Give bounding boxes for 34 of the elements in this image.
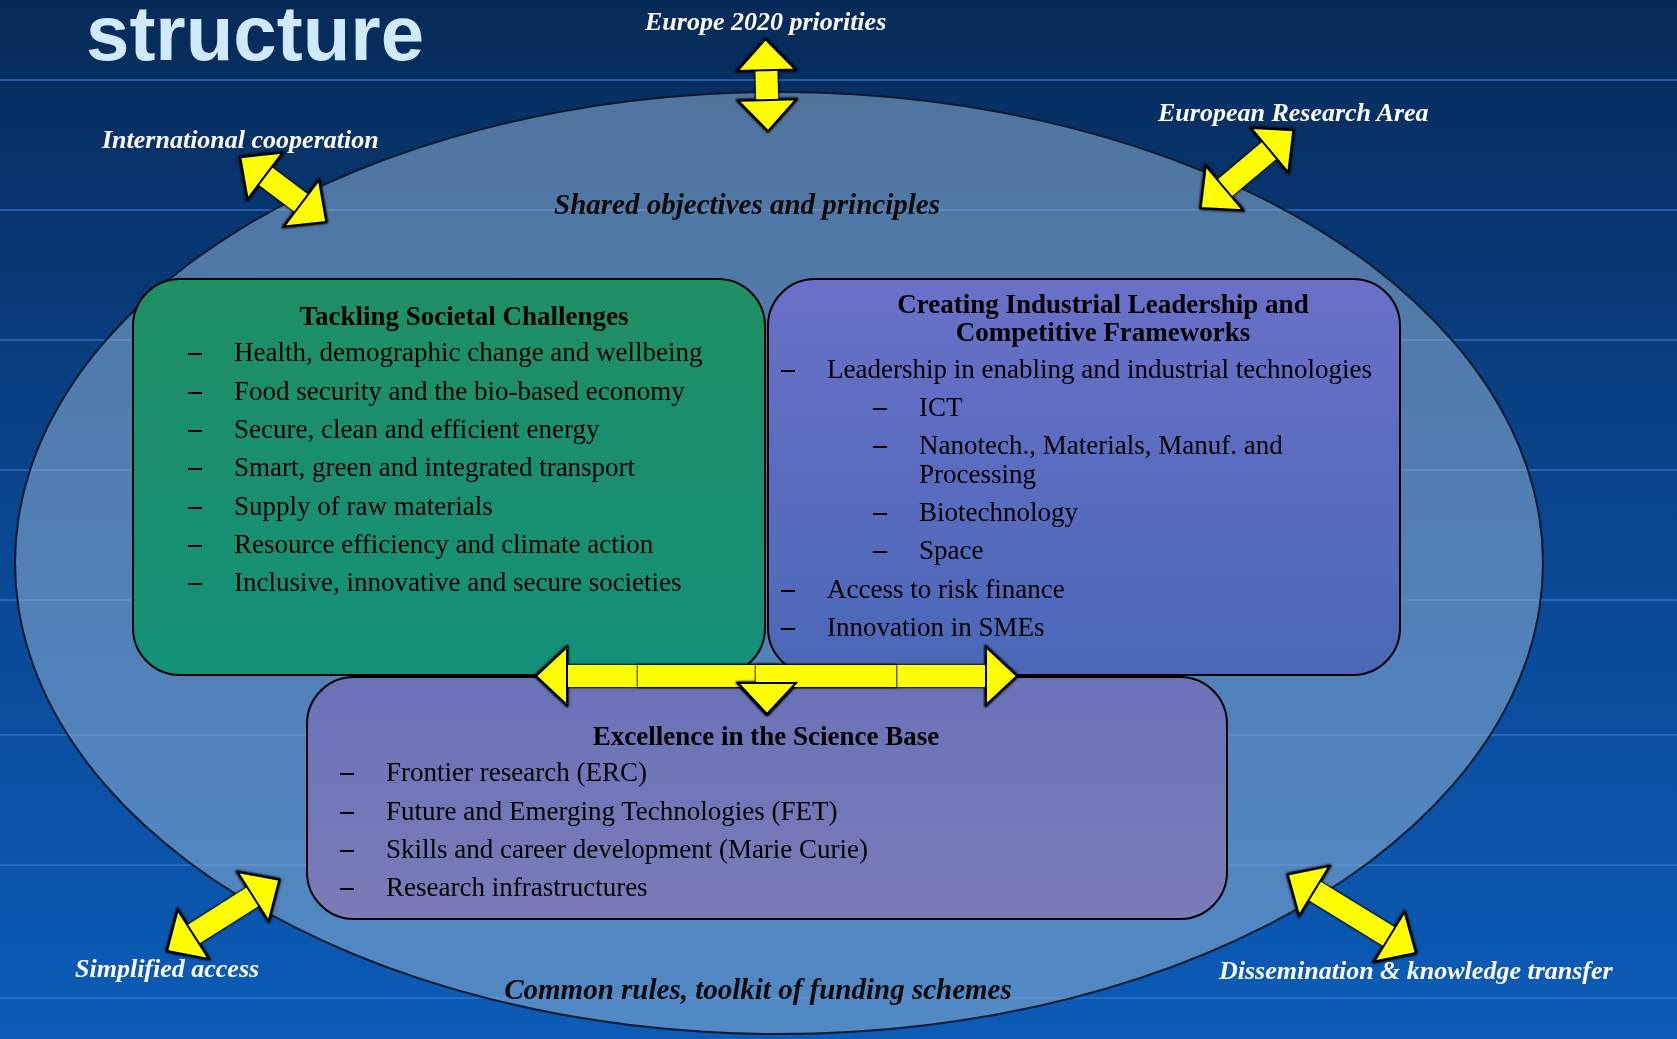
rounded-panel	[132, 278, 766, 676]
double-arrow	[736, 38, 798, 133]
list-item: Innovation in SMEs	[827, 612, 1045, 643]
topic-label: Simplified access	[75, 953, 260, 985]
panel-heading: Excellence in the Science Base	[591, 722, 941, 751]
list-item: Skills and career development (Marie Curie)	[386, 834, 869, 865]
rounded-panel	[306, 676, 1228, 920]
double-arrow	[535, 646, 1018, 706]
list-item: Health, demographic change and wellbeing	[234, 337, 703, 368]
list-item: Research infrastructures	[386, 872, 648, 903]
list-item: ICT	[919, 392, 963, 423]
list-item: Resource efficiency and climate action	[234, 529, 654, 560]
list-item: Leadership in enabling and industrial technologies	[827, 353, 1373, 384]
list-item: Secure, clean and efficient energy	[234, 414, 600, 445]
list-item: Biotechnology	[919, 497, 1078, 528]
panel-heading: Tackling Societal Challenges	[298, 302, 630, 331]
list-item: Future and Emerging Technologies (FET)	[386, 795, 838, 826]
area-caption: Shared objectives and principles	[554, 188, 940, 221]
topic-label: International cooperation	[102, 124, 379, 156]
list-item: Supply of raw materials	[234, 490, 493, 521]
list-item: Nanotech., Materials, Manuf. and Processing	[919, 430, 1283, 489]
list-item: Space	[919, 535, 984, 566]
list-item: Inclusive, innovative and secure societies	[234, 567, 682, 598]
topic-label: Europe 2020 priorities	[645, 6, 887, 38]
area-caption: Common rules, toolkit of funding schemes	[504, 973, 1012, 1006]
list-item: Smart, green and integrated transport	[234, 452, 636, 483]
list-item: Food security and the bio-based economy	[234, 375, 685, 406]
topic-label: European Research Area	[1158, 97, 1429, 129]
list-item: Frontier research (ERC)	[386, 757, 647, 788]
page-title: structure	[86, 0, 425, 72]
topic-label: Dissemination & knowledge transfer	[1219, 955, 1613, 987]
panel-heading: Creating Industrial Leadership and Competitive Frameworks	[896, 290, 1310, 347]
list-item: Access to risk finance	[827, 573, 1065, 604]
rounded-panel	[767, 278, 1401, 676]
